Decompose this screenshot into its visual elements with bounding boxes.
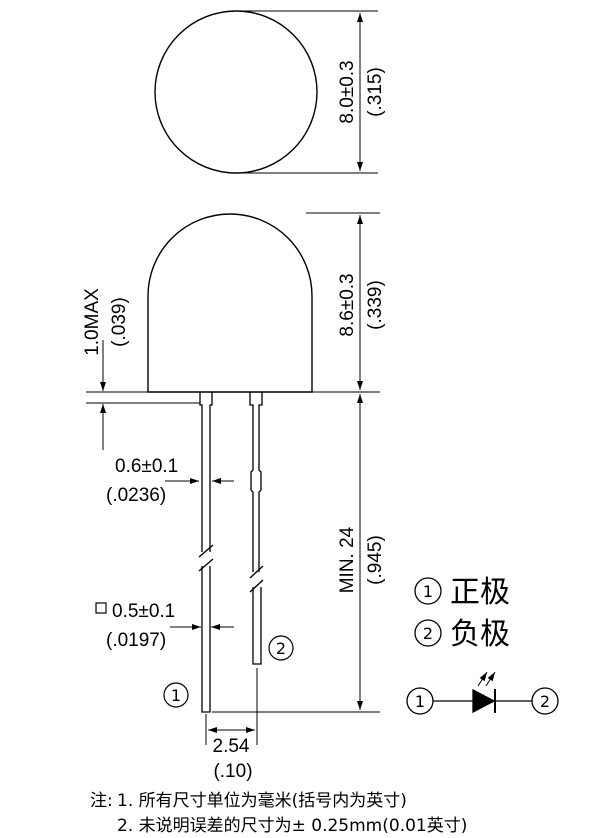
lead-sq-inch-label: (.0197)	[106, 630, 166, 651]
pin-markers	[163, 635, 294, 708]
legend-anode-circle	[414, 577, 442, 605]
legend-cathode-number: 2	[423, 624, 433, 643]
top-dia-label: 8.0±0.3	[337, 60, 358, 123]
led-dome	[147, 213, 313, 393]
top-dia-inch-label: (.315)	[365, 67, 386, 117]
lead-length-dim	[212, 394, 380, 713]
pitch-inch-label: (.10)	[213, 761, 252, 782]
lead-right-break2	[249, 579, 264, 593]
top-view	[154, 10, 378, 174]
light-arrow-2	[485, 671, 496, 687]
height-inch-label: (.339)	[365, 280, 386, 330]
flange-dim	[86, 340, 200, 450]
pin2-circle	[268, 635, 294, 661]
lead-length-inch-label: (.945)	[365, 535, 386, 585]
lead-left-lower	[201, 566, 211, 713]
lead-length-label: MIN. 24	[337, 526, 358, 593]
lead-right-break1	[249, 565, 264, 579]
schem-right-number: 2	[540, 692, 550, 711]
pin1-circle	[163, 682, 189, 708]
lead-w-inch-label: (.0236)	[106, 485, 166, 506]
top-view-circle	[154, 10, 318, 174]
flange-label: 1.0MAX	[82, 288, 103, 356]
led-body	[147, 212, 380, 393]
legend-cathode-label: 负极	[450, 617, 510, 652]
lead-left-upper	[199, 392, 213, 552]
pin2-number: 2	[276, 639, 286, 658]
leads	[198, 392, 264, 713]
legend: 1 正极 2 负极	[414, 575, 510, 652]
legend-anode-label: 正极	[450, 575, 510, 610]
lead-right-upper	[249, 392, 263, 572]
lead-width-dims	[95, 478, 234, 630]
lead-sq-label: 0.5±0.1	[112, 601, 175, 622]
lead-left-break2	[198, 558, 214, 572]
pin1-number: 1	[171, 686, 181, 705]
notes-prefix: 注:	[90, 791, 113, 811]
led-schematic	[406, 671, 559, 715]
schem-left-number: 1	[415, 692, 425, 711]
lead-right-lower	[252, 587, 262, 665]
lead-w-label: 0.6±0.1	[115, 456, 178, 477]
diode-triangle-icon	[472, 688, 496, 714]
legend-cathode-circle	[414, 619, 442, 647]
light-arrow-1	[477, 671, 488, 687]
square-symbol	[95, 602, 107, 614]
flange-inch-label: (.039)	[109, 297, 130, 347]
notes-line1: 1. 所有尺寸单位为毫米(括号内为英寸)	[117, 791, 407, 811]
pitch-label: 2.54	[213, 736, 250, 757]
legend-anode-number: 1	[423, 582, 433, 601]
notes-line2: 2. 未说明误差的尺寸为± 0.25mm(0.01英寸)	[117, 816, 467, 836]
pitch-dim	[205, 668, 258, 745]
height-label: 8.6±0.3	[337, 273, 358, 336]
lead-left-break1	[198, 544, 214, 558]
